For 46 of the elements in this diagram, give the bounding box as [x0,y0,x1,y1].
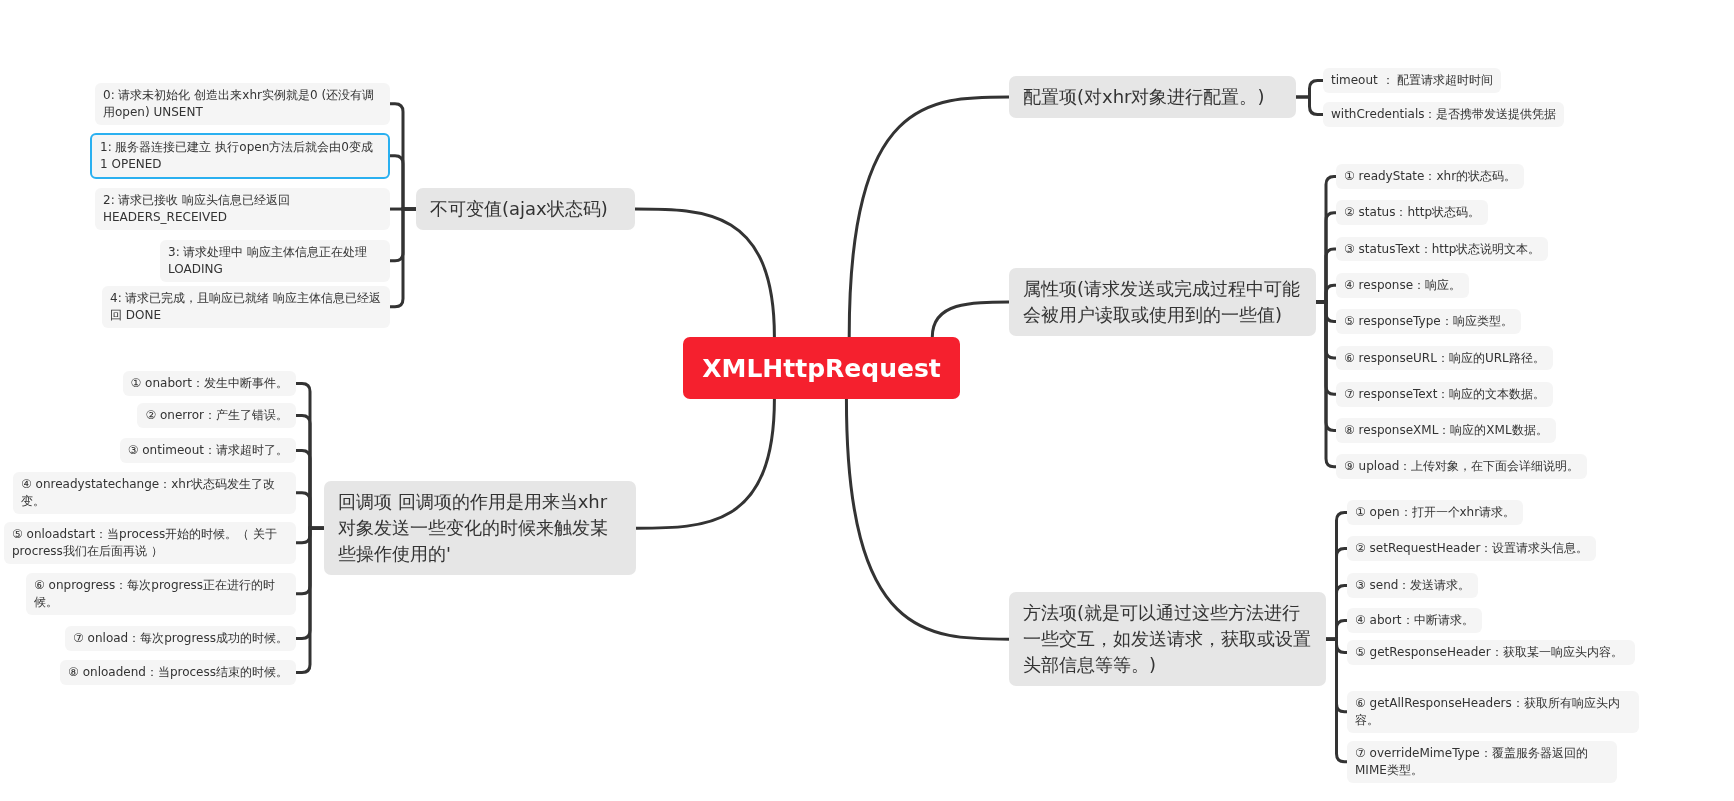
topic-box: 不可变值(ajax状态码) [416,188,635,231]
branch-curve [635,207,776,338]
subtopic-box: ③ send：发送请求。 [1347,573,1479,598]
subtopic-box: ⑥ onprogress：每次progress正在进行的时候。 [26,573,296,615]
subtopic-box: ⑦ onload：每次progress成功的时候。 [65,626,296,651]
subtopic-box: timeout ： 配置请求超时时间 [1323,68,1502,93]
bracket-line [296,526,324,674]
subtopic-box: ① readyState：xhr的状态码。 [1336,164,1525,189]
subtopic-box: ① open：打开一个xhr请求。 [1347,500,1524,525]
subtopic-box: ② status：http状态码。 [1336,200,1489,226]
branch-curve [636,398,776,530]
branch-curve [930,300,1009,338]
subtopic-box: withCredentials：是否携带发送提供凭据 [1323,102,1565,127]
subtopic-box: ⑤ onloadstart：当process开始的时候。（ 关于procress我们在后面再说 ） [4,522,296,564]
subtopic-box: ⑨ upload：上传对象，在下面会详细说明。 [1336,454,1588,480]
subtopic-box: ⑤ getResponseHeader：获取某一响应头内容。 [1347,640,1635,665]
bracket-line [390,207,416,309]
subtopic-box: ① onabort：发生中断事件。 [122,371,296,396]
subtopic-box: 4: 请求已完成，且响应已就绪 响应主体信息已经返回 DONE [102,286,390,328]
subtopic-box: ⑦ responseText：响应的文本数据。 [1336,381,1554,407]
bracket-line [1296,95,1323,116]
topic-box: 回调项 回调项的作用是用来当xhr对象发送一些变化的时候来触发某些操作使用的' [324,481,636,576]
subtopic-box: 2: 请求已接收 响应头信息已经返回 HEADERS_RECEIVED [95,188,390,230]
subtopic-box: 0: 请求未初始化 创造出来xhr实例就是0 (还没有调用open) UNSENT [95,83,390,125]
subtopic-box: ④ abort：中断请求。 [1347,608,1482,633]
topic-box: 属性项(请求发送或完成过程中可能会被用户读取或使用到的一些值) [1009,268,1316,337]
subtopic-box: ④ response：响应。 [1336,272,1470,298]
subtopic-box: ② onerror：产生了错误。 [137,403,296,428]
topic-box: 配置项(对xhr对象进行配置。) [1009,76,1296,119]
subtopic-box: ⑧ onloadend：当process结束的时候。 [60,660,296,685]
branch-curve [844,398,1009,641]
subtopic-box: 1: 服务器连接已建立 执行open方法后就会由0变成1 OPENED [90,133,390,179]
subtopic-box: ③ statusText：http状态说明文本。 [1336,236,1549,262]
bracket-line [1316,300,1337,469]
subtopic-box: 3: 请求处理中 响应主体信息正在处理 LOADING [160,240,390,282]
topic-box: 方法项(就是可以通过这些方法进行一些交互，如发送请求，获取或设置头部信息等等。) [1009,592,1326,687]
branch-curve [847,95,1009,338]
subtopic-box: ③ ontimeout：请求超时了。 [119,438,296,463]
subtopic-box: ⑦ overrideMimeType：覆盖服务器返回的MIME类型。 [1347,741,1617,783]
subtopic-box: ② setRequestHeader：设置请求头信息。 [1347,536,1597,561]
subtopic-box: ⑥ responseURL：响应的URL路径。 [1336,345,1553,371]
subtopic-box: ⑧ responseXML：响应的XML数据。 [1336,418,1556,443]
subtopic-box: ⑤ responseType：响应类型。 [1336,309,1521,334]
subtopic-box: ⑥ getAllResponseHeaders：获取所有响应头内容。 [1347,691,1639,733]
subtopic-box: ④ onreadystatechange：xhr状态码发生了改变。 [13,472,296,514]
central-topic-box: XMLHttpRequest [683,337,960,399]
